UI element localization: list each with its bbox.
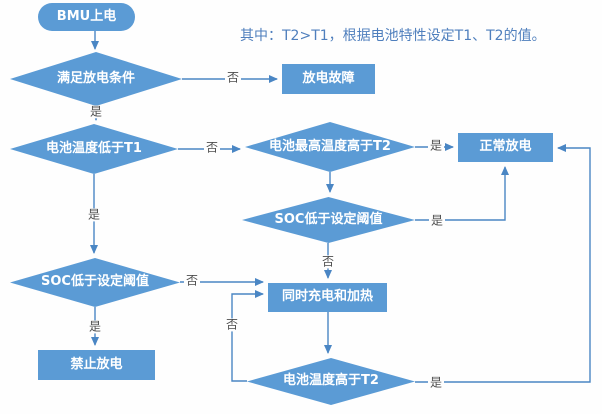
- annotation-note: 其中：T2>T1，根据电池特性设定T1、T2的值。: [240, 28, 546, 44]
- process-discharge-fault-label: 放电故障: [302, 70, 355, 86]
- process-normal-discharge: 正常放电: [458, 133, 553, 162]
- decision-soc-below-threshold-left-label: SOC低于设定阈值: [41, 274, 149, 290]
- decision-max-temp-above-t2-label: 电池最高温度高于T2: [269, 138, 391, 154]
- start-node-bmu-power-on: BMU上电: [38, 3, 135, 31]
- start-node-label: BMU上电: [56, 8, 117, 24]
- edge-label-no-soc-left: 否: [183, 273, 201, 288]
- decision-temp-above-t2-label: 电池温度高于T2: [283, 373, 379, 389]
- edge-label-no-loop: 否: [223, 317, 241, 332]
- process-charge-and-heat-label: 同时充电和加热: [281, 289, 373, 305]
- edge-label-yes-soc-right: 是: [428, 213, 446, 228]
- edge-label-yes-maxtemp-t2: 是: [427, 138, 445, 153]
- edge-soc-right-yes-to-normal: [415, 166, 509, 221]
- edge-label-yes-temp-t1: 是: [85, 207, 103, 222]
- decision-discharge-condition-label: 满足放电条件: [56, 70, 135, 86]
- edge-label-yes-loop: 是: [427, 375, 445, 390]
- process-normal-discharge-label: 正常放电: [479, 139, 532, 155]
- edge-label-no-temp-t1: 否: [203, 140, 221, 155]
- edge-label-no-soc-right: 否: [319, 254, 337, 269]
- edge-label-yes-soc-left: 是: [86, 319, 104, 334]
- process-forbid-discharge: 禁止放电: [38, 350, 155, 380]
- edge-label-yes-cond: 是: [87, 104, 105, 119]
- process-forbid-discharge-label: 禁止放电: [70, 356, 123, 372]
- decision-temp-below-t1-label: 电池温度低于T1: [46, 140, 142, 156]
- edge-label-no-cond: 否: [224, 70, 242, 85]
- edge-temp-above-t2-no-loop-to-charge: [231, 290, 264, 382]
- edge-temp-above-t2-yes-to-normal: [415, 144, 591, 383]
- decision-soc-below-threshold-right-label: SOC低于设定阈值: [274, 211, 383, 227]
- process-charge-and-heat: 同时充电和加热: [268, 283, 387, 312]
- process-discharge-fault: 放电故障: [282, 64, 375, 94]
